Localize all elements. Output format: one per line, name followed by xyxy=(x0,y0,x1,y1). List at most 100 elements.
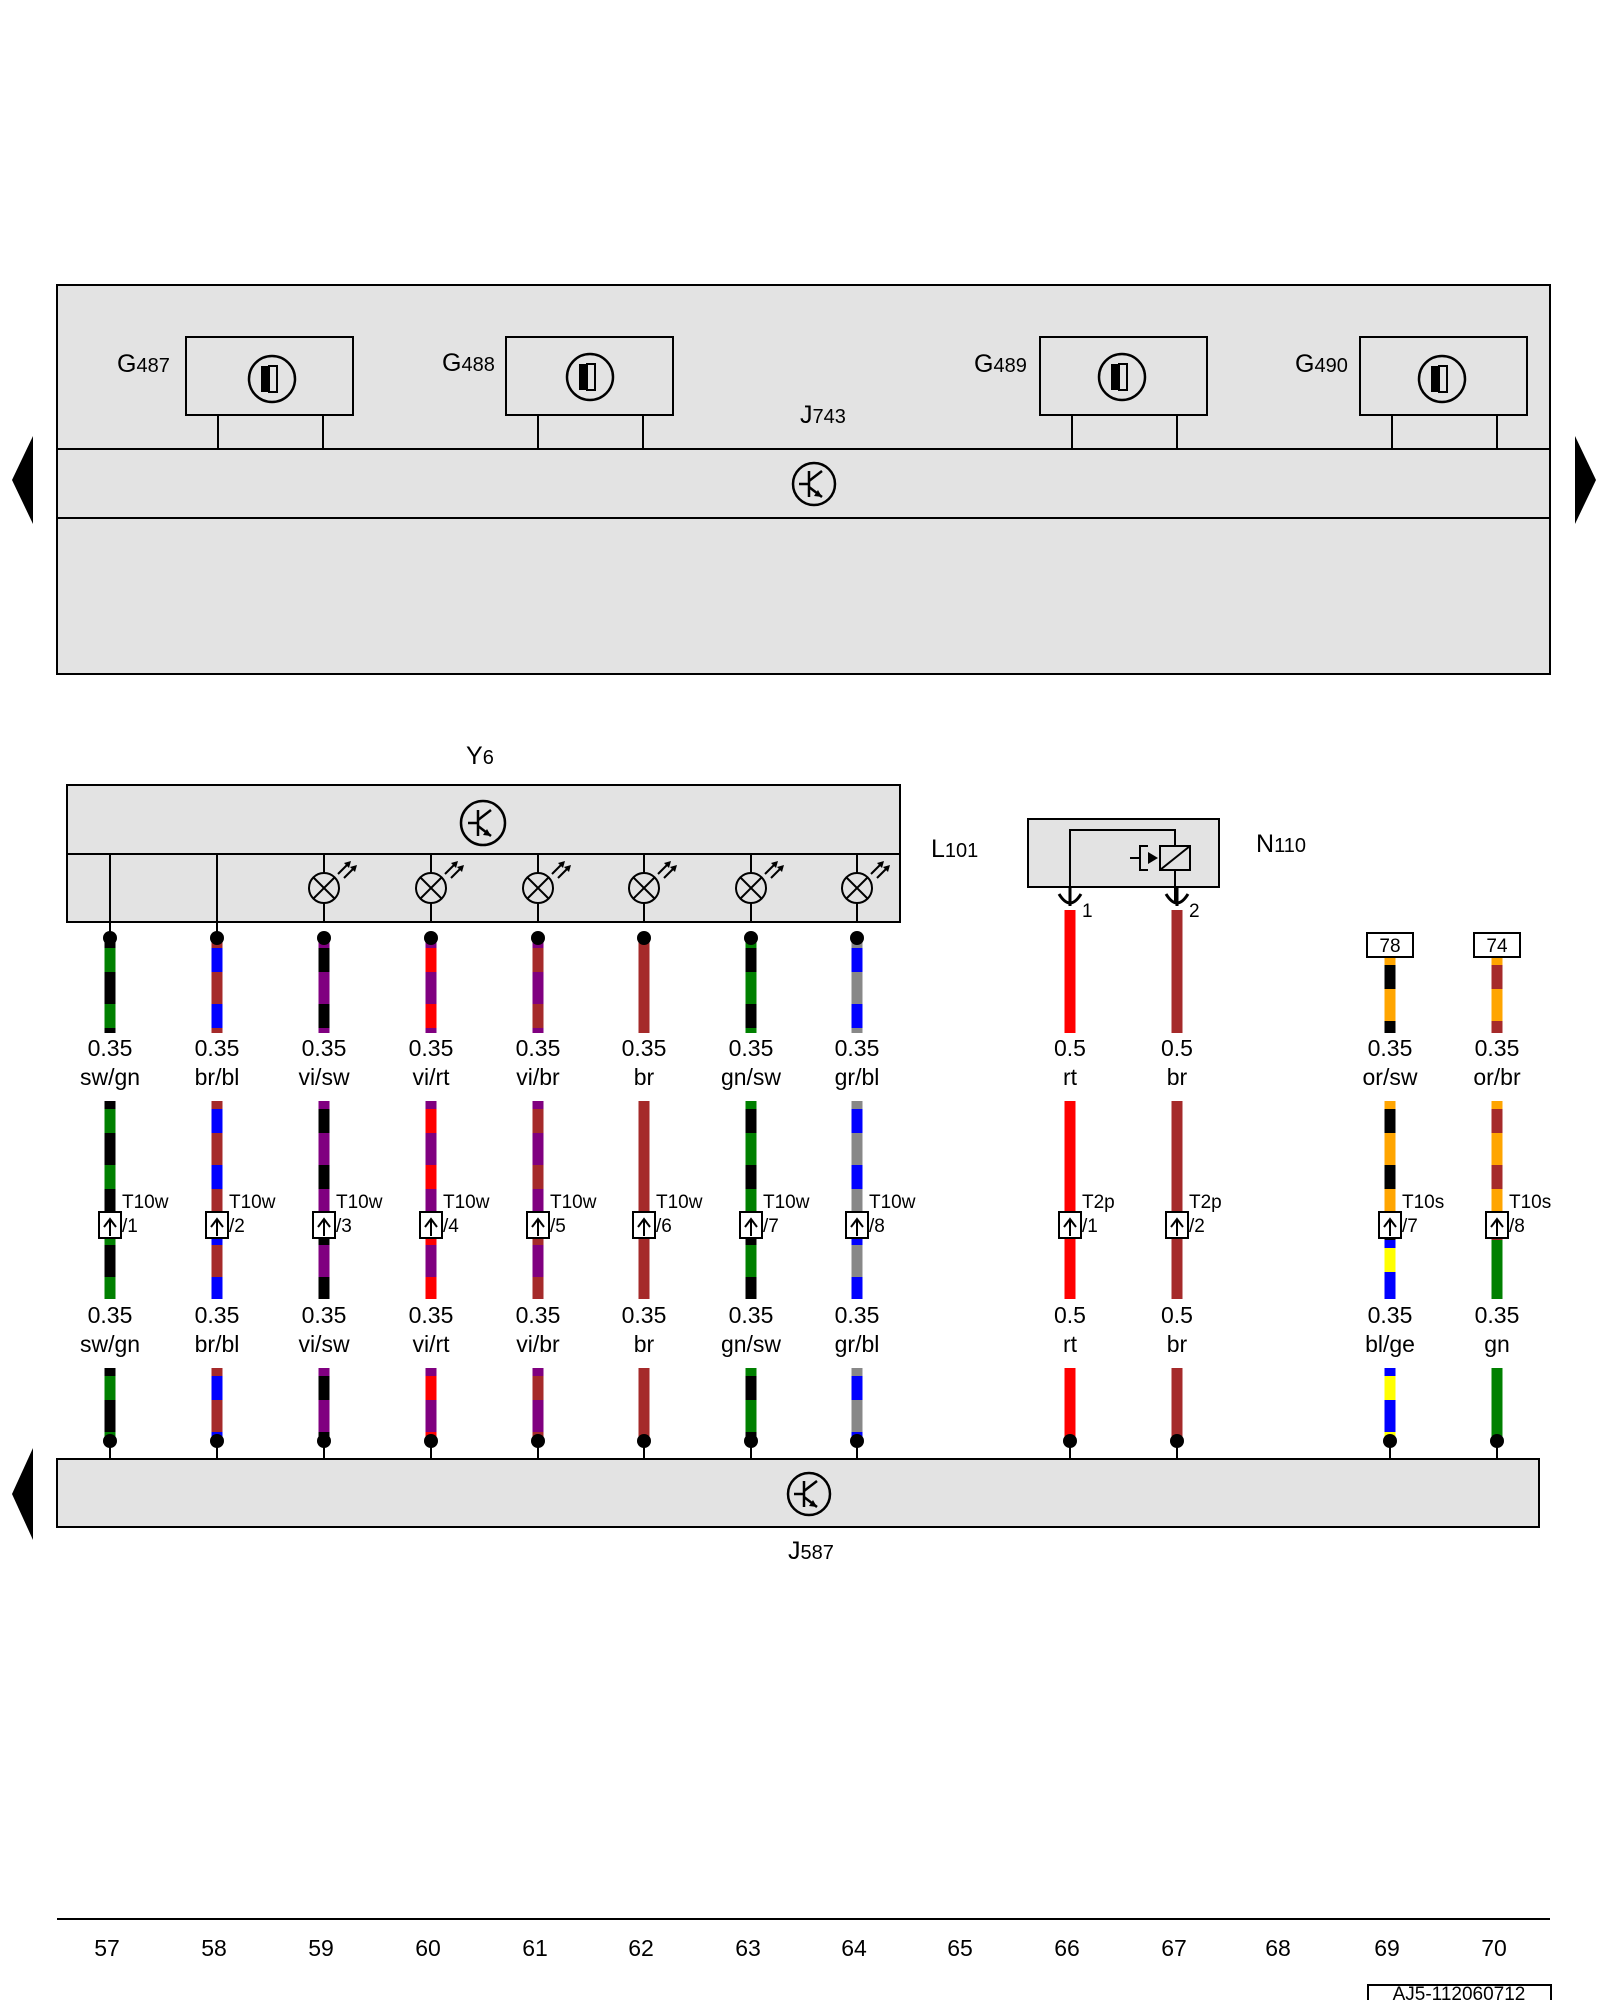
junction-dot xyxy=(531,931,545,945)
wire-segment-top-stripe xyxy=(851,948,863,972)
connector-pin-icon xyxy=(1058,1211,1082,1239)
wire-segment-top-stripe xyxy=(532,1004,544,1028)
wire-segment-bottom xyxy=(1384,1368,1396,1440)
wire-segment-middle-stripe xyxy=(1491,1165,1503,1189)
solenoid-coil-icon xyxy=(1130,845,1191,871)
wire-size-top: 0.35 xyxy=(1368,1035,1413,1061)
wire-color-code-bottom: sw/gn xyxy=(80,1331,140,1357)
connector-name: T10w xyxy=(443,1192,490,1213)
wire-color-code-top: vi/rt xyxy=(412,1064,450,1090)
wire-segment-bottom xyxy=(1064,1368,1076,1440)
wire-size-bottom: 0.35 xyxy=(729,1302,774,1328)
wire-size-top: 0.5 xyxy=(1054,1035,1086,1061)
wire-segment-middle xyxy=(318,1101,330,1299)
wire-harness: 0.35sw/gnT10w/10.35sw/gn0.35br/blT10w/20… xyxy=(80,887,1551,1459)
wire-color-code-top: vi/sw xyxy=(298,1064,350,1090)
connector-name: T2p xyxy=(1189,1192,1222,1213)
wire-segment-bottom-stripe xyxy=(104,1376,116,1400)
wire-segment-middle-stripe xyxy=(425,1109,437,1133)
solenoid-pin-2: 2 xyxy=(1189,901,1200,922)
continue-left-arrow-bottom xyxy=(12,1448,33,1540)
wire-size-bottom: 0.35 xyxy=(1368,1302,1413,1328)
connector-pin: /8 xyxy=(869,1216,885,1237)
wire-segment-middle-stripe xyxy=(104,1165,116,1189)
wire-color-code-bottom: vi/sw xyxy=(298,1331,350,1357)
continue-right-arrow xyxy=(1575,436,1596,524)
footer-column-number: 57 xyxy=(94,1935,120,1961)
footer-column-number: 63 xyxy=(735,1935,761,1961)
wire-segment-top-stripe xyxy=(851,1004,863,1028)
wire-color-code-top: rt xyxy=(1063,1064,1078,1090)
wire-size-bottom: 0.35 xyxy=(409,1302,454,1328)
hall-sensor-icon xyxy=(1097,352,1147,402)
wire-segment-top-stripe xyxy=(1491,965,1503,989)
wire-segment-top xyxy=(1491,957,1503,1033)
junction-dot xyxy=(210,1434,224,1448)
wire-segment-middle xyxy=(1171,1101,1183,1299)
junction-dot xyxy=(637,931,651,945)
sensor-g490-label: G490 xyxy=(1295,350,1348,378)
electronic-module-icon xyxy=(791,461,837,507)
sensor-g487 xyxy=(185,336,354,449)
wire-size-top: 0.5 xyxy=(1161,1035,1193,1061)
wire-color-code-top: br xyxy=(634,1064,655,1090)
wire-segment-middle xyxy=(638,1101,650,1299)
junction-dot xyxy=(210,931,224,945)
wire-segment-middle xyxy=(425,1101,437,1299)
connector-pin-icon xyxy=(98,1211,122,1239)
wire-segment-top xyxy=(1171,910,1183,1033)
connector-name: T10s xyxy=(1402,1192,1444,1213)
wire-segment-middle-stripe xyxy=(532,1277,544,1299)
control-unit-j743: J743 G487 G488 xyxy=(56,284,1551,675)
connector-name: T10w xyxy=(550,1192,597,1213)
wire-color-code-top: gn/sw xyxy=(721,1064,781,1090)
connector-pin-icon xyxy=(632,1211,656,1239)
wire-segment-top-stripe xyxy=(211,948,223,972)
wire-segment-middle-stripe xyxy=(318,1109,330,1133)
connector-pin: /3 xyxy=(336,1216,352,1237)
connector-pin-icon xyxy=(419,1211,443,1239)
connector-pin-icon xyxy=(312,1211,336,1239)
wire-segment-middle xyxy=(532,1101,544,1299)
wire-size-top: 0.35 xyxy=(1475,1035,1520,1061)
connector-pin-icon xyxy=(205,1211,229,1239)
wire-segment-middle-stripe xyxy=(104,1277,116,1299)
wire-segment-middle-stripe xyxy=(1491,1109,1503,1133)
connector-name: T10w xyxy=(869,1192,916,1213)
indicator-lamps xyxy=(109,854,890,938)
wire-color-code-top: or/br xyxy=(1473,1064,1521,1090)
control-unit-j743-label: J743 xyxy=(800,401,846,429)
wire-segment-top-stripe xyxy=(425,948,437,972)
wire-segment-bottom xyxy=(532,1368,544,1440)
connector-name: T2p xyxy=(1082,1192,1115,1213)
connector-pin-icon xyxy=(845,1211,869,1239)
wire-segment-middle-stripe xyxy=(745,1109,757,1133)
wire-segment-middle-stripe xyxy=(425,1277,437,1299)
wire-segment-bottom-stripe xyxy=(211,1376,223,1400)
hall-sensor-icon xyxy=(565,352,615,402)
wire-segment-top xyxy=(104,940,116,1033)
wire-segment-bottom xyxy=(851,1368,863,1440)
wire-segment-middle-stripe xyxy=(211,1165,223,1189)
wire-segment-middle-stripe xyxy=(851,1165,863,1189)
junction-dot xyxy=(1383,1434,1397,1448)
connector-pin: /1 xyxy=(122,1216,138,1237)
connector-name: T10s xyxy=(1509,1192,1551,1213)
footer-column-number: 66 xyxy=(1054,1935,1080,1961)
wire-segment-top-stripe xyxy=(532,948,544,972)
footer-column-number: 60 xyxy=(415,1935,441,1961)
junction-dot xyxy=(531,1434,545,1448)
junction-dot xyxy=(1063,1434,1077,1448)
connector-name: T10w xyxy=(763,1192,810,1213)
wire-size-bottom: 0.35 xyxy=(516,1302,561,1328)
indicator-lamp-icon xyxy=(415,854,464,922)
wire-segment-top xyxy=(425,940,437,1033)
wire-segment-middle xyxy=(211,1101,223,1299)
control-unit-j743-panel xyxy=(56,284,1551,675)
wire-color-code-top: br xyxy=(1167,1064,1188,1090)
wire-segment-top-stripe xyxy=(1384,965,1396,989)
wire-segment-middle xyxy=(1384,1101,1396,1299)
junction-dot xyxy=(424,931,438,945)
wire-size-bottom: 0.5 xyxy=(1161,1302,1193,1328)
solenoid-n110: N110 1 2 xyxy=(1027,818,1306,922)
